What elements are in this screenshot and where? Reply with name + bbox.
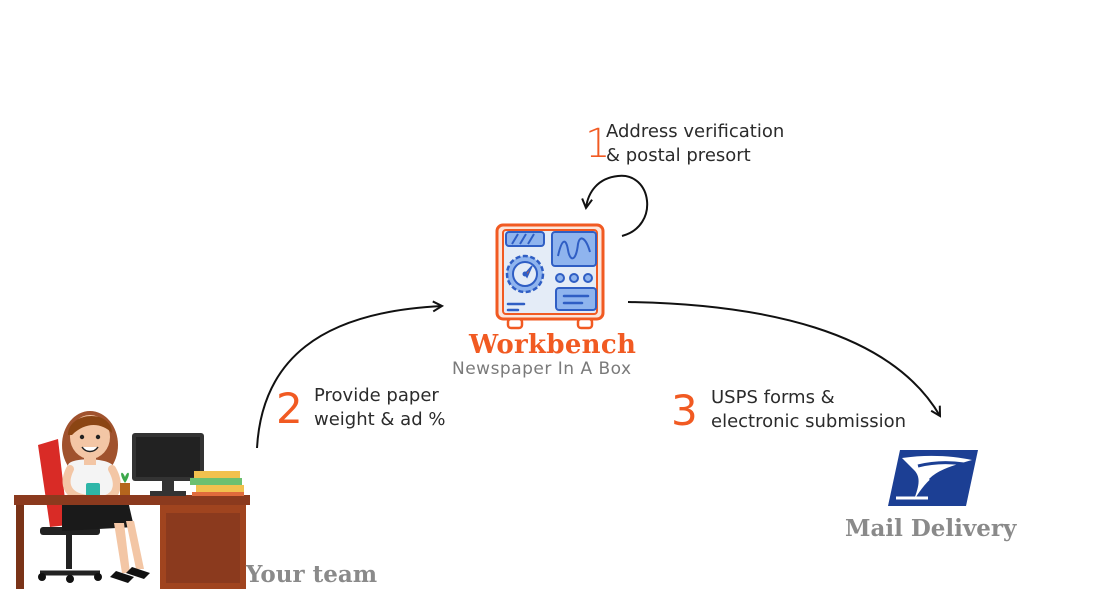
step-3-text: USPS forms & electronic submission (711, 386, 906, 434)
arrow-step-2 (256, 306, 442, 449)
workbench-subtitle: Newspaper In A Box (452, 359, 632, 379)
step-2-line-2: weight & ad % (314, 409, 446, 430)
your-team-label: Your team (246, 561, 378, 588)
workbench-title: Workbench (469, 330, 637, 360)
step-1-line-2: & postal presort (606, 145, 751, 166)
usps-eagle-icon (888, 450, 978, 506)
step-3-number: 3 (671, 386, 698, 435)
arrow-step-3 (627, 301, 940, 416)
step-3-line-1: USPS forms & (711, 387, 835, 408)
step-3-line-2: electronic submission (711, 411, 907, 432)
step-2-text: Provide paper weight & ad % (314, 384, 445, 432)
workbench-machine-icon (495, 223, 605, 330)
step-1-text: Address verification & postal presort (606, 120, 784, 168)
office-worker-illustration (14, 411, 250, 589)
step-2-line-1: Provide paper (314, 385, 439, 406)
arrow-step-1-loop (586, 174, 648, 237)
mail-delivery-label: Mail Delivery (845, 515, 1017, 542)
step-2-number: 2 (276, 384, 303, 433)
step-1-line-1: Address verification (606, 121, 785, 142)
step-1-number: 1 (585, 121, 611, 167)
